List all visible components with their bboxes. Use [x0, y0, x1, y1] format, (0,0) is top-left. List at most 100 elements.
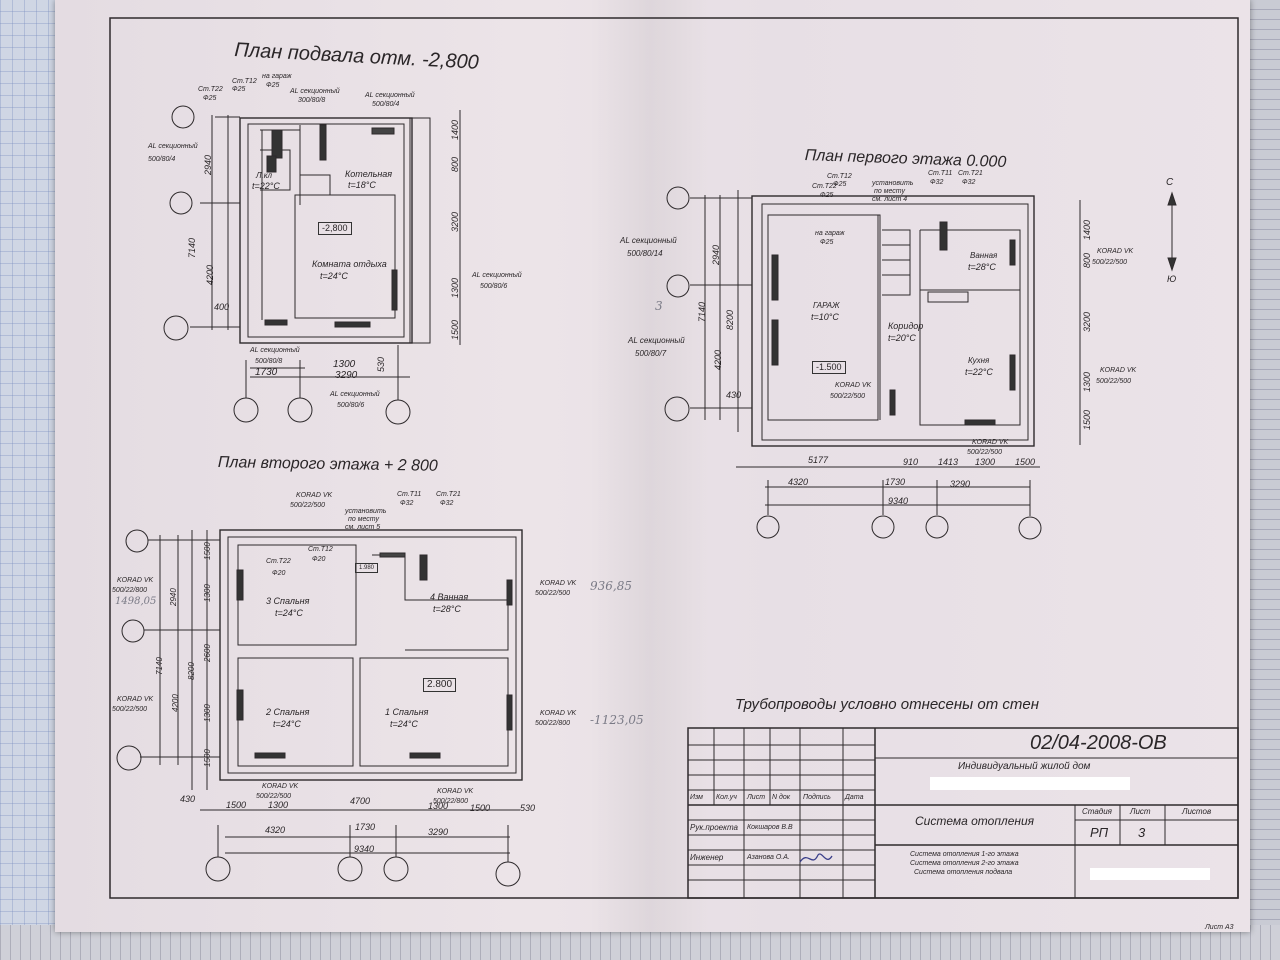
- basement-rad4-spec-label: 500/80/6: [480, 283, 508, 290]
- basement-rad3-spec-label: 500/80/4: [148, 156, 176, 163]
- ground-dims-d4320-label: 4320: [788, 477, 809, 487]
- ground-korad-spec-label: 500/22/500: [967, 449, 1003, 456]
- ground-korad-label: KORAD VK: [835, 382, 872, 389]
- ground-dims-d7140-label: 7140: [697, 301, 707, 322]
- second-spec500-label: 500/22/500: [112, 706, 148, 713]
- sheet-fold: [590, 0, 710, 932]
- ground-install-note-0-label: установить: [872, 180, 914, 187]
- basement-garage-pipe-label: на гараж: [262, 73, 292, 80]
- second-st-t12-label: Ст.Т12: [308, 546, 333, 553]
- title-block-headers-5-label: Дата: [845, 794, 864, 801]
- ground-level-label: -1.500: [812, 361, 846, 374]
- basement-dims-d1500-label: 1500: [450, 319, 460, 340]
- second-install-note-0-label: установить: [345, 508, 387, 515]
- second-rooms-0-name-label: 3 Спальня: [266, 596, 310, 606]
- basement-dims-d3200-label: 3200: [450, 211, 460, 232]
- basement-rad5-spec-label: 500/80/8: [255, 358, 283, 365]
- ground-garage-pipe-label: на гараж: [815, 230, 845, 237]
- ground-korad-label: KORAD VK: [1097, 248, 1134, 255]
- ground-korad-label: KORAD VK: [1100, 367, 1137, 374]
- second-rooms-2-name-label: 2 Спальня: [266, 707, 310, 717]
- ground-dims-v3200-label: 3200: [1082, 311, 1092, 332]
- second-install-note-2-label: см. лист 5: [345, 524, 381, 531]
- second-st-t21-label: Ст.Т21: [436, 491, 461, 498]
- basement-dims-d4200-label: 4200: [205, 264, 215, 285]
- second-spec800-label: 500/22/800: [112, 587, 148, 594]
- title-block-staff-0-role-label: Рук.проекта: [690, 823, 738, 832]
- sheet-format: Лист А3: [1205, 924, 1234, 931]
- basement-dims-d1300-label: 1300: [333, 359, 356, 370]
- second-dims-d1300b-label: 1300: [428, 801, 449, 811]
- title-block-headers-3-label: N док: [772, 794, 791, 801]
- pipes-note: Трубопроводы условно отнесены от стен: [735, 696, 1039, 713]
- ground-dims-d2940-label: 2940: [711, 244, 721, 265]
- second-korad-label: KORAD VK: [117, 696, 154, 703]
- title-block-stage-label: РП: [1090, 825, 1109, 840]
- second-st-t12-d-label: Ф20: [312, 556, 326, 563]
- title-block-headers-2-label: Лист: [747, 794, 766, 801]
- ground-rooms-3-name-label: Кухня: [968, 356, 990, 365]
- redacted-address: [930, 777, 1130, 790]
- second-dims-v2940-label: 2940: [169, 588, 178, 606]
- ground-dims-d1500-label: 1500: [1015, 457, 1036, 467]
- basement-dims-d7140-label: 7140: [187, 237, 197, 258]
- document-code: 02/04-2008-ОВ: [1030, 732, 1167, 754]
- second-dims-d9340-label: 9340: [354, 844, 375, 854]
- basement-rooms-0-name-label: Котельная: [345, 169, 393, 179]
- second-install-note-1-label: по месту: [348, 516, 379, 523]
- ground-dims-d4200-label: 4200: [713, 349, 723, 370]
- second-dims-d430-label: 430: [180, 794, 196, 804]
- basement-rooms-0-temp-label: t=18°C: [348, 180, 376, 190]
- ground-dims-d8200-label: 8200: [725, 309, 735, 330]
- ground-rooms-1-temp-label: t=28°C: [968, 262, 996, 272]
- basement-rooms-2-name-label: Комната отдыха: [312, 259, 387, 269]
- second-stair-level-label: 1.980: [355, 563, 379, 573]
- second-dims-d4700-label: 4700: [350, 796, 371, 806]
- ground-dims-d3290-label: 3290: [950, 479, 971, 489]
- basement-rad1-label: AL секционный: [290, 88, 340, 95]
- basement-dims-d530-label: 530: [376, 356, 386, 372]
- compass-north-label: С: [1166, 177, 1174, 188]
- title-block-stage-label-label: Стадия: [1082, 807, 1112, 816]
- title-block-contents-2-label: Система отопления подвала: [914, 869, 1013, 876]
- title-block-sheet-title-label: Система отопления: [915, 814, 1035, 828]
- second-rooms-1-name-label: 4 Ванная: [430, 592, 469, 602]
- second-korad-label: KORAD VK: [262, 783, 299, 790]
- ground-st-t12-label: Ст.Т12: [827, 173, 852, 180]
- second-korad-label: KORAD VK: [540, 710, 577, 717]
- ground-rooms-3-temp-label: t=22°C: [965, 367, 993, 377]
- ground-st-t22-label: Ст.Т22: [812, 183, 837, 190]
- title-block-contents-1-label: Система отопления 2-го этажа: [910, 860, 1019, 867]
- compass-arrow: [1167, 191, 1177, 272]
- basement-dims-d1730-label: 1730: [255, 367, 278, 378]
- basement-dims-d3290-label: 3290: [335, 370, 358, 381]
- second-rooms-3-temp-label: t=24°C: [390, 719, 418, 729]
- title-block-sheet-label: 3: [1138, 825, 1146, 840]
- ground-korad-spec-label: 500/22/500: [1092, 259, 1128, 266]
- ground-dims-v1300-label: 1300: [1082, 371, 1092, 392]
- ground-rooms-1-name-label: Ванная: [970, 251, 998, 260]
- second-korad-label: KORAD VK: [437, 788, 474, 795]
- second-dims-d1300a-label: 1300: [268, 800, 289, 810]
- second-rooms-2-temp-label: t=24°C: [273, 719, 301, 729]
- basement-dims-d800-label: 800: [450, 156, 460, 172]
- basement-rad6-spec-label: 500/80/6: [337, 402, 365, 409]
- basement-rooms-1-temp-label: t=22°C: [252, 181, 280, 191]
- second-dims-v4200-label: 4200: [171, 694, 180, 712]
- basement-st-t12-label: Ст.Т12: [232, 78, 257, 85]
- second-korad-label: KORAD VK: [296, 492, 333, 499]
- title-block-staff-1-name-label: Азанова О.А.: [747, 854, 790, 861]
- basement-dims-d1400-label: 1400: [450, 119, 460, 140]
- second-st-t21-d-label: Ф32: [440, 500, 454, 507]
- second-dims-v1300b-label: 1300: [203, 704, 212, 722]
- second-rooms-0-temp-label: t=24°C: [275, 608, 303, 618]
- basement-dims-d2940-label: 2940: [203, 154, 213, 175]
- basement-dims-d400-label: 400: [214, 302, 230, 312]
- basement-rad2-label: AL секционный: [365, 92, 415, 99]
- ground-st-t21-label: Ст.Т21: [958, 170, 983, 177]
- ground-dims-d910-label: 910: [903, 457, 919, 467]
- second-dims-v7140-label: 7140: [155, 657, 164, 675]
- second-dims-d1500a-label: 1500: [226, 800, 247, 810]
- ground-dims-v1400-label: 1400: [1082, 219, 1092, 240]
